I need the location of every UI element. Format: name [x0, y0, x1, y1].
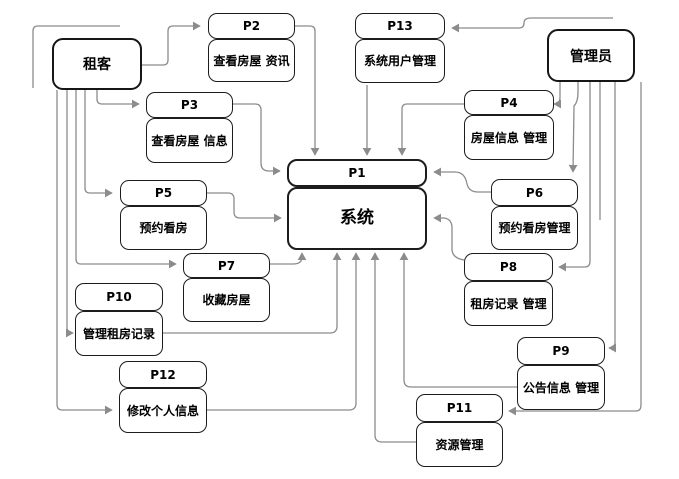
node-P11-label: 资源管理	[416, 422, 503, 467]
node-P9: P9 公告信息 管理	[517, 337, 605, 410]
node-P6-label: 预约看房管理	[491, 206, 578, 250]
edge-tenant-P2	[142, 21, 201, 66]
node-P13-id: P13	[355, 13, 445, 39]
edge-tenant-P10	[65, 90, 74, 338]
node-P11: P11 资源管理	[416, 394, 503, 467]
edge-P12-P1	[207, 252, 361, 411]
node-P8-id: P8	[464, 253, 553, 281]
node-P1-label: 系统	[287, 187, 427, 250]
node-P2: P2 查看房屋 资讯	[208, 13, 295, 82]
actor-tenant: 租客	[52, 38, 142, 90]
node-P10-label: 管理租房记录	[75, 311, 163, 356]
node-P1-id: P1	[287, 159, 427, 187]
node-P5: P5 预约看房	[120, 180, 207, 250]
node-P7: P7 收藏房屋	[183, 253, 270, 322]
node-P4-id: P4	[464, 90, 554, 115]
node-P12: P12 修改个人信息	[119, 361, 207, 433]
edge-admin-P4	[553, 82, 562, 109]
edge-tenant-P7	[75, 90, 177, 269]
node-P12-id: P12	[119, 361, 207, 388]
edge-admin-P11	[508, 82, 642, 416]
edge-P7-P1	[270, 252, 307, 265]
node-P10: P10 管理租房记录	[75, 283, 163, 356]
edge-P2-P1	[295, 25, 320, 156]
node-P3-label: 查看房屋 信息	[146, 118, 233, 163]
node-P7-label: 收藏房屋	[183, 278, 270, 322]
node-P7-id: P7	[183, 253, 270, 278]
edge-admin-P6	[568, 82, 579, 173]
edge-P11-P1	[370, 252, 416, 443]
node-P13: P13 系统用户管理	[355, 13, 445, 83]
node-P10-id: P10	[75, 283, 163, 311]
edge-tenant-P3	[96, 90, 140, 109]
edge-P4-P1	[397, 103, 464, 156]
node-P2-label: 查看房屋 资讯	[208, 39, 295, 82]
node-P4: P4 房屋信息 管理	[464, 90, 554, 160]
stub-line-top-left	[32, 25, 120, 88]
edge-P6-P1	[433, 167, 491, 193]
node-P8: P8 租房记录 管理	[464, 253, 553, 326]
node-P9-id: P9	[517, 337, 605, 365]
edge-P3-P1	[233, 103, 281, 176]
node-P12-label: 修改个人信息	[119, 388, 207, 433]
node-P2-id: P2	[208, 13, 295, 39]
edge-P9-P1	[399, 252, 517, 388]
node-P11-id: P11	[416, 394, 503, 422]
edge-tenant-P5	[84, 90, 113, 198]
node-P5-id: P5	[120, 180, 207, 206]
node-P3-id: P3	[146, 92, 233, 118]
node-P8-label: 租房记录 管理	[464, 281, 553, 326]
edge-P5-P1	[207, 192, 282, 223]
edge-tenant-P12	[56, 90, 113, 415]
node-P6: P6 预约看房管理	[491, 179, 578, 250]
edge-admin-P13	[451, 17, 613, 33]
node-P13-label: 系统用户管理	[355, 39, 445, 83]
node-P6-id: P6	[491, 179, 578, 206]
node-P9-label: 公告信息 管理	[517, 365, 605, 410]
edge-admin-P8	[558, 82, 591, 272]
edge-P10-P1	[163, 252, 342, 334]
actor-admin: 管理员	[547, 29, 635, 82]
node-P5-label: 预约看房	[120, 206, 207, 250]
edge-P8-P1	[433, 213, 465, 261]
node-P3: P3 查看房屋 信息	[146, 92, 233, 163]
edge-admin-P9	[608, 82, 617, 353]
node-P1: P1 系统	[287, 159, 427, 250]
node-P4-label: 房屋信息 管理	[464, 115, 554, 160]
